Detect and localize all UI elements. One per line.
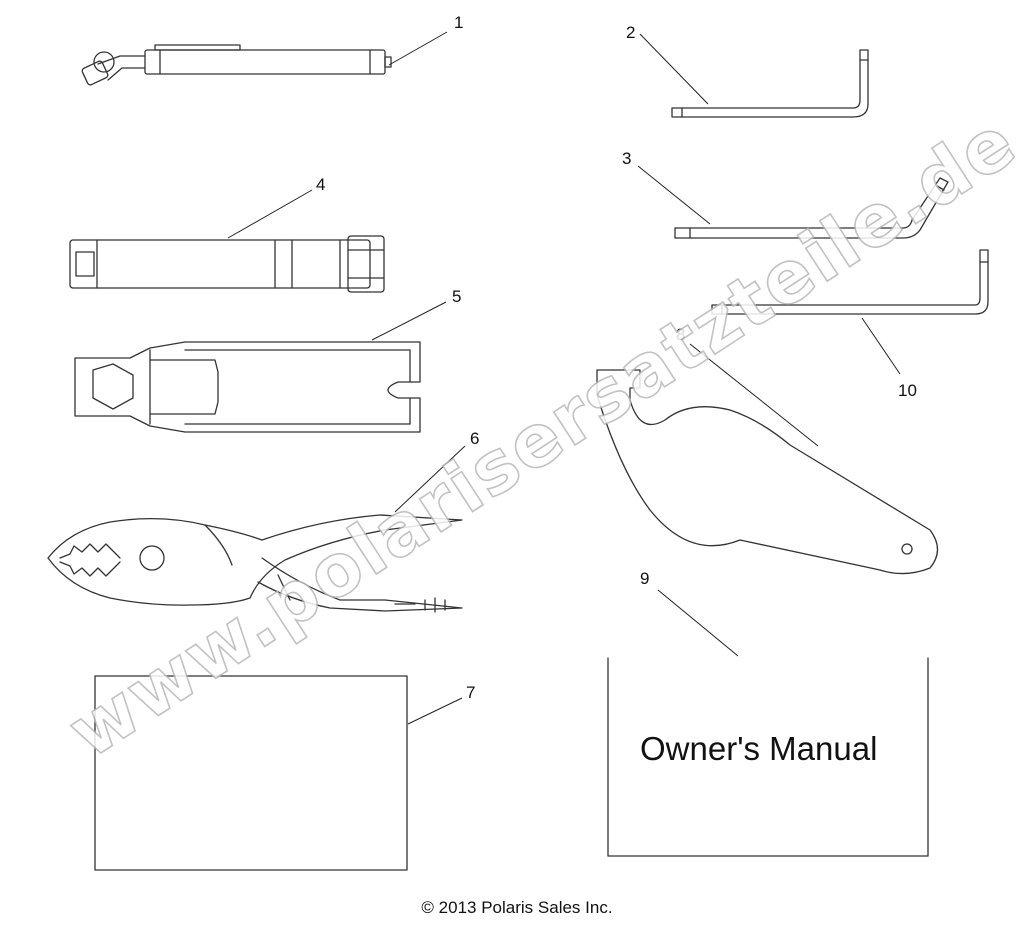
callout-3: 3	[622, 149, 631, 168]
part-10-hex-key	[711, 249, 989, 315]
leader-lines	[227, 31, 901, 725]
part-8-spanner-wrench	[596, 369, 939, 575]
part-3-hex-key	[674, 177, 949, 239]
part-5-wrench	[74, 341, 421, 433]
owners-manual-title: Owner's Manual	[640, 730, 877, 767]
watermark: www.polarisersatzteile.de	[54, 99, 1031, 774]
callout-2: 2	[626, 23, 635, 42]
callout-1: 1	[454, 13, 463, 32]
callout-8: 8	[676, 325, 685, 344]
copyright: © 2013 Polaris Sales Inc.	[421, 898, 612, 917]
part-2-hex-key	[671, 49, 869, 118]
part-1-lever-tool	[81, 44, 392, 86]
callout-4: 4	[316, 175, 325, 194]
callout-numbers: 1 2 3 4 5 6 7 8 9 10	[316, 13, 917, 702]
part-7-tool-bag	[94, 675, 408, 871]
callout-6: 6	[470, 429, 479, 448]
callout-5: 5	[452, 287, 461, 306]
part-9-owners-manual: Owner's Manual	[607, 657, 929, 857]
callout-10: 10	[898, 381, 917, 400]
callout-7: 7	[466, 683, 475, 702]
part-6-pliers	[47, 514, 463, 613]
callout-9: 9	[640, 569, 649, 588]
part-4-socket-tube	[69, 235, 385, 293]
